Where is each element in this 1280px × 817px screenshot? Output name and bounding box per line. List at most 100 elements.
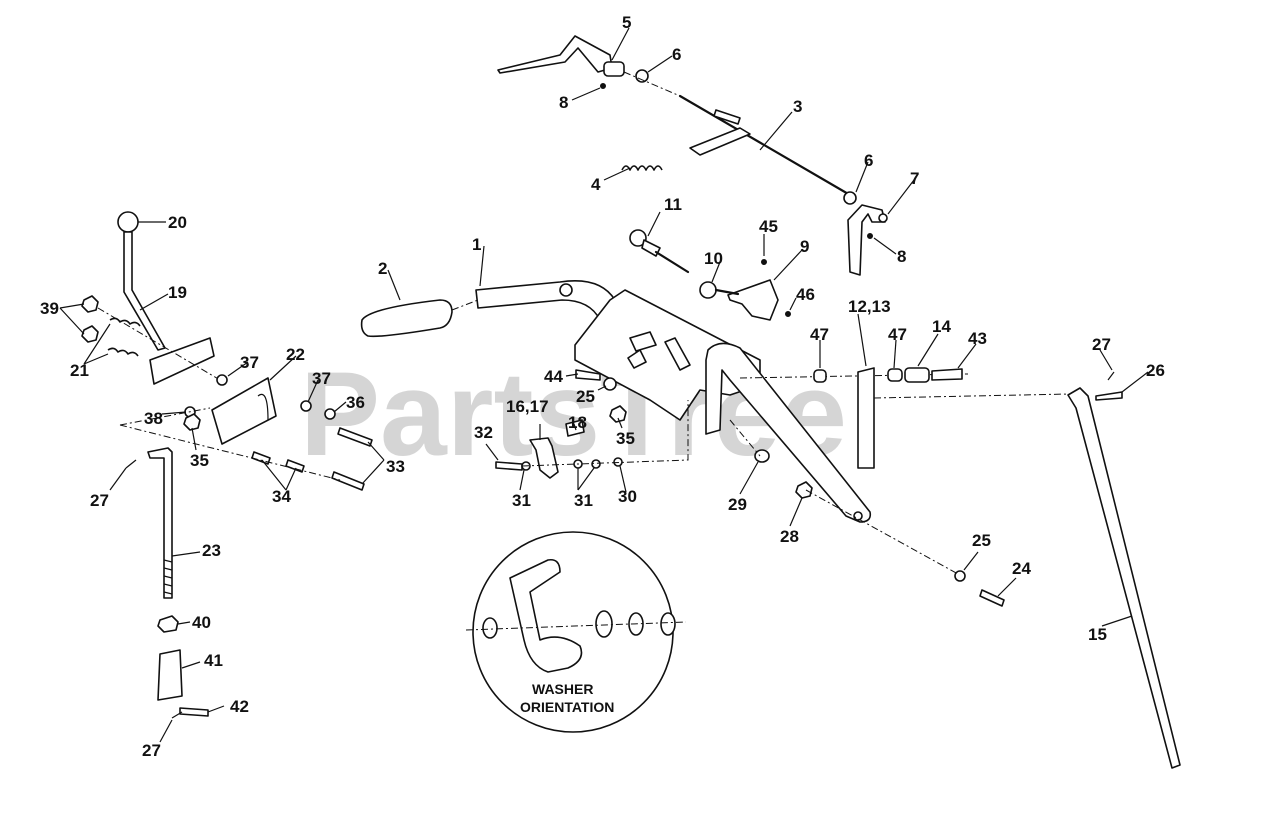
part-26-pin[interactable] [1095,391,1123,401]
part-10-knob[interactable] [699,281,717,299]
part-47-spacer-b[interactable] [887,368,903,382]
part-8-pin-top[interactable] [600,83,606,89]
callout-21: 21 [70,361,89,380]
part-42-pin[interactable] [179,707,209,717]
handle-assembly[interactable] [360,280,619,338]
callout-40: 40 [192,613,211,632]
plate-slot-1 [629,331,657,352]
part-6-bushing-top[interactable] [635,69,649,83]
part-1-handle-tube[interactable] [475,280,619,323]
part-36-washer[interactable] [324,408,336,420]
part-21-spring-a[interactable] [109,317,141,327]
callout-2: 2 [378,259,387,278]
callout-25-low: 25 [972,531,991,550]
part-33-bolt-b[interactable] [331,471,365,491]
part-45-screw[interactable] [761,259,767,265]
callout-33: 33 [386,457,405,476]
part-28-nut[interactable] [795,481,813,499]
part-35-nut-mid[interactable] [609,405,627,423]
part-34-bolt-b[interactable] [285,459,305,473]
callout-6-lower: 6 [864,151,873,170]
callout-27-right: 27 [1092,335,1111,354]
part-15-rod[interactable] [1067,387,1181,769]
part-27-cotter-right[interactable] [1107,371,1115,381]
callout-47-a: 47 [810,325,829,344]
callout-12-13: 12,13 [848,297,891,316]
pivot-parts[interactable] [739,367,1071,469]
shift-rod-assembly[interactable] [497,35,888,276]
part-10-shaft [714,288,740,296]
part-6-bushing-lower[interactable] [843,191,857,205]
part-44-bolt[interactable] [575,369,601,381]
part-37-washer-b[interactable] [300,400,312,412]
inset-lever [509,558,583,673]
callout-43: 43 [968,329,987,348]
callout-47-b: 47 [888,325,907,344]
callout-35-left: 35 [190,451,209,470]
part-25-washer-mid[interactable] [603,377,617,391]
part-2-grip[interactable] [360,299,453,338]
part-21-spring-b[interactable] [107,347,139,357]
washer-orientation-inset: WASHER ORIENTATION [465,531,687,733]
callout-11: 11 [664,195,682,214]
callout-41: 41 [204,651,223,670]
lever-end-hole [853,511,863,521]
part-40-nut[interactable] [157,615,179,633]
part-39-nut-b[interactable] [81,325,99,343]
part-39-nut-a[interactable] [81,295,99,313]
part-22-slot [257,393,269,421]
part-8-pin-lower[interactable] [867,233,873,239]
left-axis [97,307,221,381]
shift-lever-arm[interactable] [705,342,872,523]
callout-19: 19 [168,283,187,302]
part-33-bolt-a[interactable] [337,427,373,447]
part-30-washer[interactable] [613,457,623,467]
part-32-bolt[interactable] [495,461,523,471]
callout-44: 44 [544,367,563,386]
part-14-bushing[interactable] [904,367,930,383]
link-axis [873,393,1071,399]
part-41-clevis[interactable] [157,649,183,701]
part-19-plate[interactable] [149,337,215,385]
part-35-nut-left[interactable] [183,413,201,431]
callout-37-a: 37 [240,353,259,372]
part-11-knob[interactable] [629,229,647,247]
left-lever-assembly[interactable] [81,211,373,719]
part-29-nut[interactable] [754,449,770,463]
part-46-nut[interactable] [785,311,791,317]
part-25-washer-low[interactable] [954,570,966,582]
leader-lines [59,27,1149,743]
callout-24: 24 [1012,559,1031,578]
part-3-rod[interactable] [678,94,852,197]
part-11-rod [654,250,690,274]
part-5-hub[interactable] [603,61,625,77]
long-rod-15[interactable] [1067,371,1181,769]
middle-small-parts[interactable] [495,369,1005,607]
part-27-cotter-b[interactable] [171,711,183,719]
left-axis-lower [119,407,341,481]
callout-20: 20 [168,213,187,232]
callout-16-17: 16,17 [506,397,549,416]
part-3-clip[interactable] [713,109,741,125]
part-16-17-lever[interactable] [529,437,559,479]
part-7-arm[interactable] [847,204,886,276]
part-19-lever[interactable] [123,231,166,351]
part-5-arm[interactable] [497,35,613,74]
part-34-bolt-a[interactable] [251,451,271,465]
part-47-spacer-a[interactable] [813,369,827,383]
part-20-knob[interactable] [117,211,139,233]
callout-6-top: 6 [672,45,681,64]
part-22-bracket[interactable] [211,377,277,445]
part-43-bolt[interactable] [931,368,963,381]
part-27-cotter-a[interactable] [125,459,137,469]
part-37-washer-a[interactable] [216,374,228,386]
part-3-tab[interactable] [689,127,751,156]
part-31-washer-c[interactable] [591,459,601,469]
part-9-bracket[interactable] [727,279,779,321]
part-23-rod[interactable] [147,447,173,599]
part-24-bolt[interactable] [979,589,1005,607]
part-12-13-pivot[interactable] [857,367,875,469]
control-plate[interactable] [574,229,872,523]
callout-28: 28 [780,527,799,546]
